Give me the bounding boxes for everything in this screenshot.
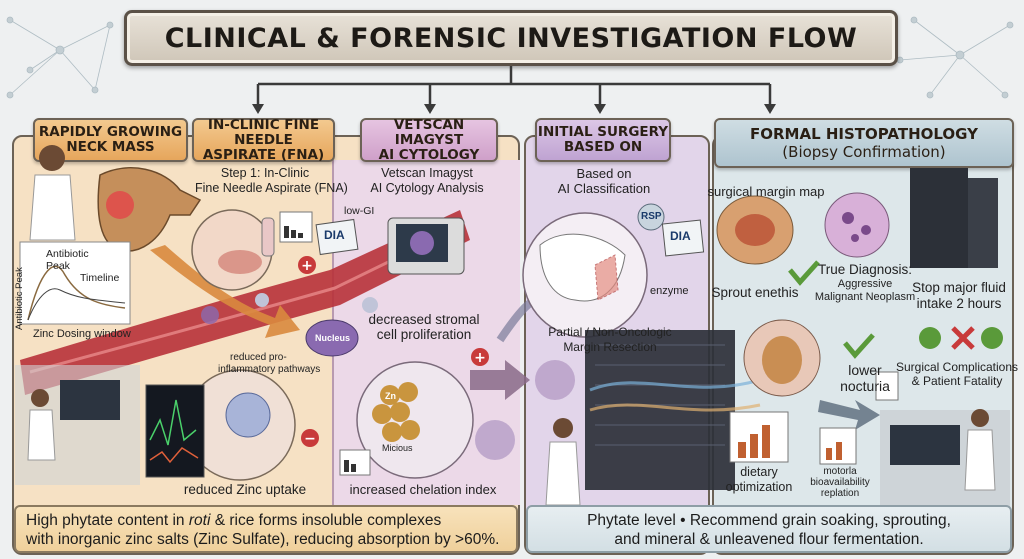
micious-label: Micious xyxy=(382,443,413,453)
antibiotic-peak-axis-label: Antibiotic Peak xyxy=(14,267,25,330)
svg-text:−: − xyxy=(304,431,316,447)
dia-badge-1: DIA xyxy=(324,228,345,242)
sprout-label: Sprout enethis xyxy=(711,285,799,300)
svg-text:+: + xyxy=(474,350,486,366)
enzyme-label: enzyme xyxy=(650,285,689,297)
zinc-symbol: Zn xyxy=(385,391,396,401)
low-gi-label: low-GI xyxy=(344,205,375,217)
reduced-pathways-label: reduced pro-inflammatory pathways xyxy=(218,352,321,375)
svg-text:+: + xyxy=(301,258,313,274)
timeline-label: Timeline xyxy=(80,272,120,284)
complications-label: Surgical Complications& Patient Fatality xyxy=(895,360,1019,388)
nucleus-label: Nucleus xyxy=(315,333,351,343)
flow-connector-arrows xyxy=(252,66,776,114)
title-banner: CLINICAL & FORENSIC INVESTIGATION FLOW xyxy=(124,10,898,66)
reduced-zinc-label: reduced Zinc uptake xyxy=(183,482,307,497)
page-title: CLINICAL & FORENSIC INVESTIGATION FLOW xyxy=(164,22,858,54)
phytate-note-left: High phytate content in roti & rice form… xyxy=(14,505,518,553)
zinc-window-label: Zinc Dosing window xyxy=(33,328,131,340)
surgical-margin-label: surgical margin map xyxy=(707,184,825,199)
dia-badge-2: DIA xyxy=(670,229,691,243)
true-diagnosis-label: True Diagnosis: Aggressive Malignant Neo… xyxy=(814,262,916,303)
rsp-badge: RSP xyxy=(641,211,662,222)
phytate-recommendation-right: Phytate level • Recommend grain soaking,… xyxy=(526,505,1012,553)
chelation-label: increased chelation index xyxy=(349,482,497,497)
header-histopathology: FORMAL HISTOPATHOLOGY(Biopsy Confirmatio… xyxy=(714,118,1014,168)
